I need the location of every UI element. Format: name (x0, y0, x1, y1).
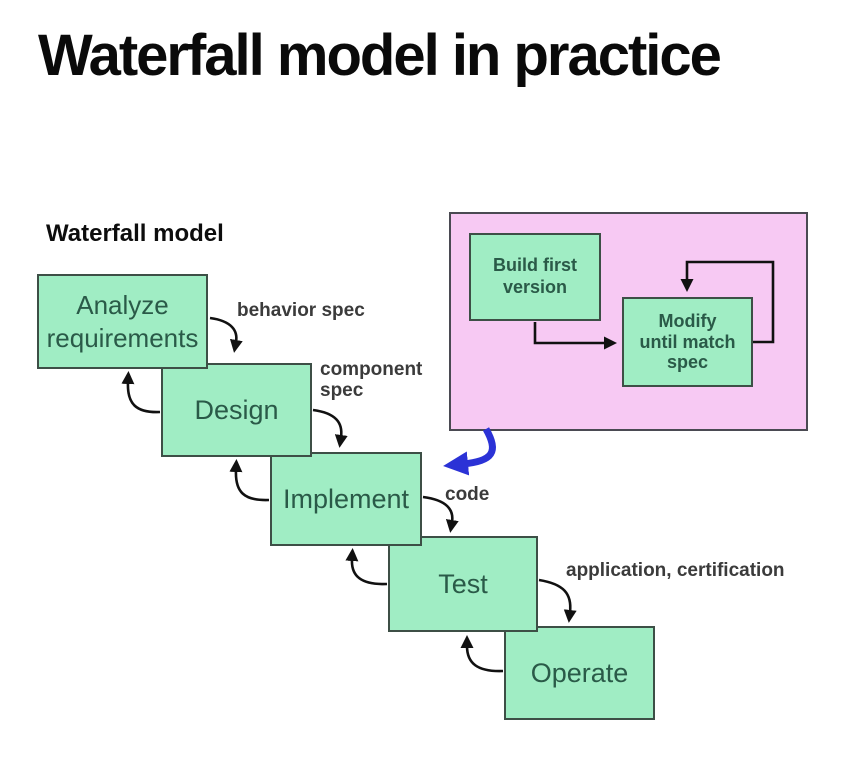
edge-label-component-spec: component spec (320, 359, 423, 401)
arrow-implement-to-design (229, 459, 270, 502)
stage-box-operate: Operate (504, 626, 655, 720)
arrow-design-to-implement (312, 408, 348, 448)
arrow-operate-to-test (460, 635, 504, 673)
edge-label-behavior-spec: behavior spec (237, 300, 365, 321)
stage-box-design: Design (161, 363, 312, 457)
edge-label-code: code (445, 484, 490, 505)
slide-title: Waterfall model in practice (38, 23, 722, 88)
diagram-heading: Waterfall model (46, 220, 224, 247)
arrow-analyze-to-design (209, 316, 243, 353)
stage-label: Test (438, 568, 488, 599)
callout-arrow-inset-to-implement (443, 427, 496, 476)
edge-label-application-certification: application, certification (566, 560, 785, 581)
inset-box-label: Modify until match spec (639, 310, 736, 373)
stage-box-implement: Implement (270, 452, 422, 546)
inset-box-label: Build first version (493, 255, 577, 297)
arrow-test-to-implement (345, 548, 388, 586)
inset-box-modify-until-match-spec: Modify until match spec (622, 297, 753, 387)
stage-label: Analyze requirements (46, 290, 199, 353)
stage-label: Implement (282, 483, 410, 514)
inset-box-build-first-version: Build first version (469, 233, 601, 321)
stage-label: Design (194, 394, 279, 425)
arrow-test-to-operate (538, 578, 577, 623)
stage-box-test: Test (388, 536, 538, 632)
stage-box-analyze-requirements: Analyze requirements (37, 274, 208, 369)
arrow-design-to-analyze (121, 371, 161, 414)
stage-label: Operate (530, 657, 629, 688)
